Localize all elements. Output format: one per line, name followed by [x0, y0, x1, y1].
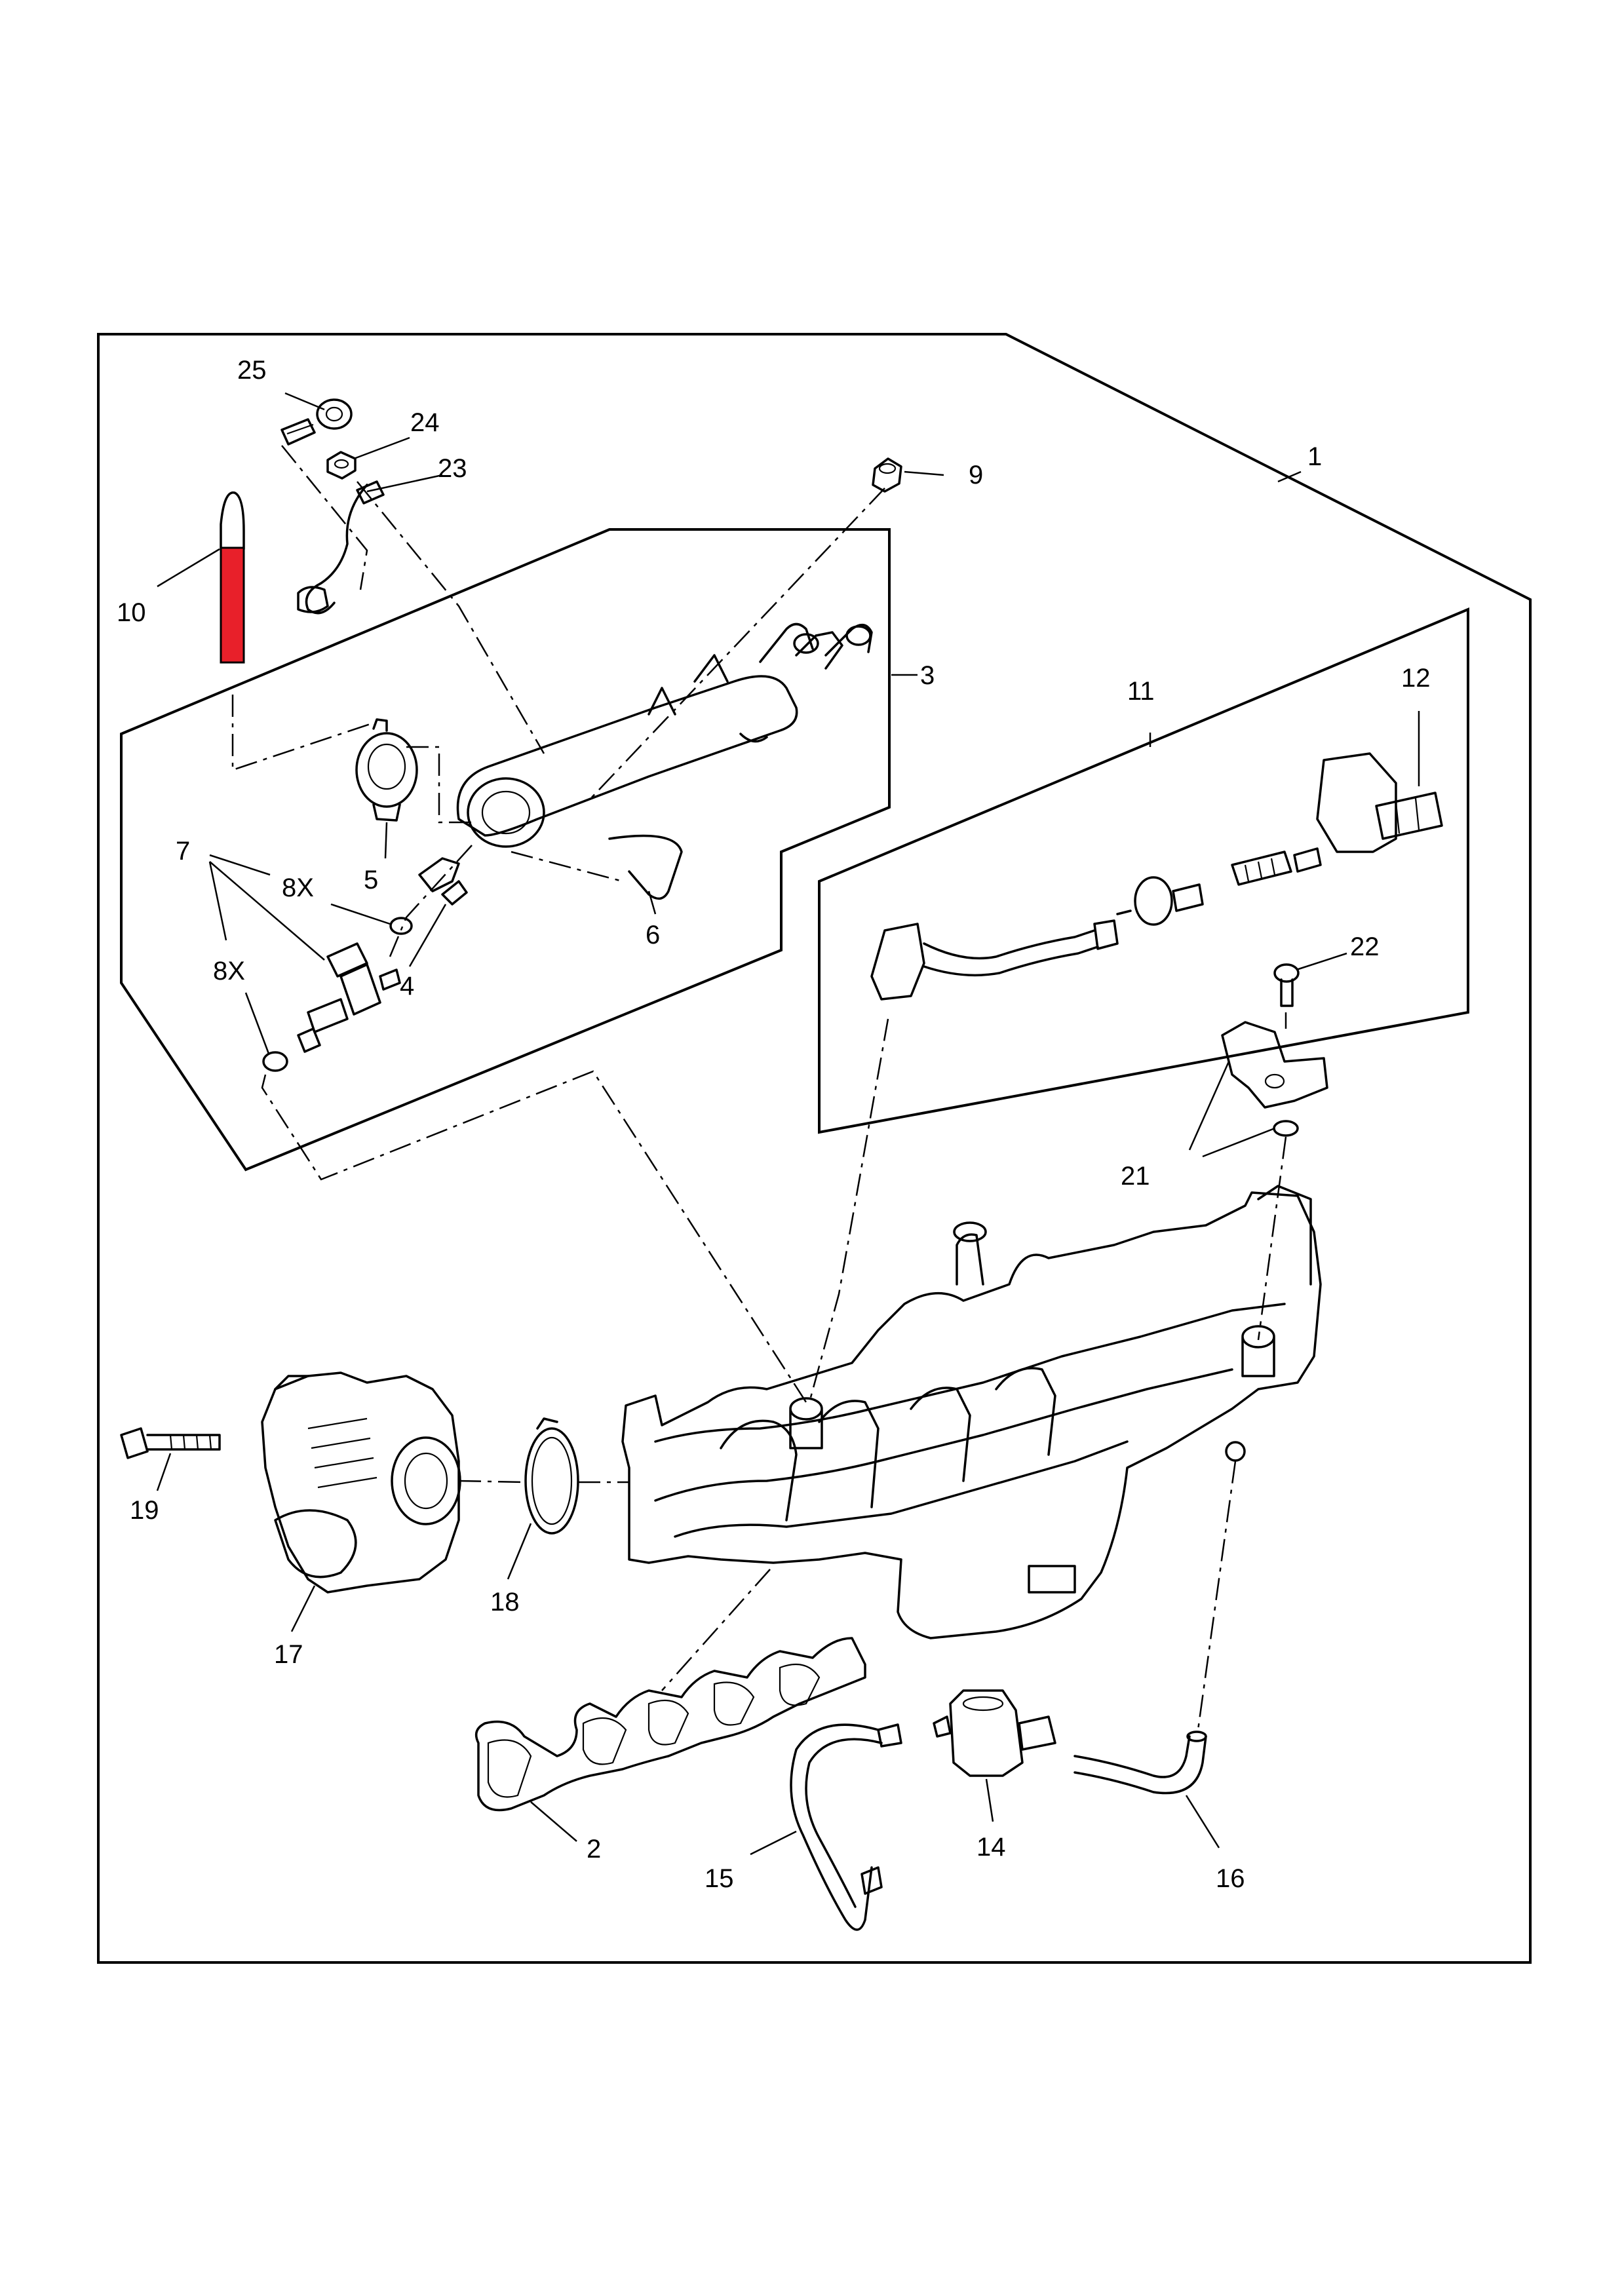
part-15-harness[interactable] — [790, 1723, 902, 1931]
part-21-oring[interactable] — [1273, 1120, 1299, 1137]
label-9: 9 — [969, 461, 983, 489]
part-9-bolt[interactable] — [872, 457, 902, 493]
part-16-hose[interactable] — [1073, 1731, 1207, 1795]
label-22: 22 — [1350, 932, 1380, 961]
part-23-sensor[interactable] — [297, 480, 385, 615]
callout-labels: 25 24 23 9 1 10 3 11 12 5 7 8X 6 4 8X 22… — [117, 356, 1431, 1893]
label-14: 14 — [976, 1833, 1006, 1862]
label-8x-lower: 8X — [213, 957, 245, 985]
label-7: 7 — [176, 837, 190, 866]
part-11-harness[interactable] — [870, 847, 1322, 1001]
label-19: 19 — [130, 1496, 159, 1525]
label-24: 24 — [410, 408, 440, 437]
highlighted-part-10[interactable] — [220, 546, 245, 664]
part-18-gasket[interactable] — [524, 1417, 579, 1535]
part-4-clip[interactable] — [418, 857, 468, 906]
part-14-solenoid[interactable] — [933, 1689, 1056, 1777]
assembly-lines — [231, 445, 1287, 1731]
part-6-clip[interactable] — [608, 834, 683, 900]
label-23: 23 — [438, 454, 467, 483]
leader-lines — [156, 392, 1420, 1856]
label-5: 5 — [364, 866, 378, 894]
label-2: 2 — [587, 1835, 601, 1864]
label-21: 21 — [1121, 1162, 1150, 1191]
label-3: 3 — [920, 661, 935, 690]
part-3-fuel-rail[interactable] — [456, 622, 873, 848]
fuel-rail-frame — [120, 528, 891, 1172]
assembly-frame — [97, 333, 1532, 1964]
part-22-bolt[interactable] — [1273, 963, 1300, 1007]
part-19-bolt[interactable] — [120, 1427, 221, 1459]
part-7-injector[interactable] — [297, 942, 401, 1053]
part-17-throttle-body[interactable] — [261, 1371, 461, 1594]
label-17: 17 — [274, 1640, 303, 1669]
label-12: 12 — [1401, 664, 1431, 693]
label-4: 4 — [400, 972, 414, 1001]
harness-frame — [818, 607, 1469, 1134]
label-25: 25 — [237, 356, 267, 385]
part-25-bolt[interactable] — [280, 398, 353, 446]
label-16: 16 — [1216, 1864, 1245, 1893]
label-8x-upper: 8X — [282, 873, 314, 902]
label-1: 1 — [1307, 442, 1322, 471]
part-8x-oring-lower[interactable] — [262, 1051, 288, 1072]
part-10-rod[interactable] — [220, 491, 245, 664]
label-15: 15 — [705, 1864, 734, 1893]
part-24-nut[interactable] — [326, 451, 357, 480]
label-10: 10 — [117, 598, 146, 627]
label-6: 6 — [646, 921, 660, 949]
part-5-regulator[interactable] — [355, 718, 418, 822]
part-8x-oring-upper[interactable] — [389, 917, 413, 935]
part-12-sensor[interactable] — [1316, 752, 1443, 853]
intake-manifold[interactable] — [621, 1185, 1322, 1639]
label-11: 11 — [1127, 677, 1155, 706]
part-2-manifold-gasket[interactable] — [474, 1637, 866, 1812]
part-21-sensor[interactable] — [1221, 1021, 1328, 1109]
label-18: 18 — [490, 1588, 520, 1617]
